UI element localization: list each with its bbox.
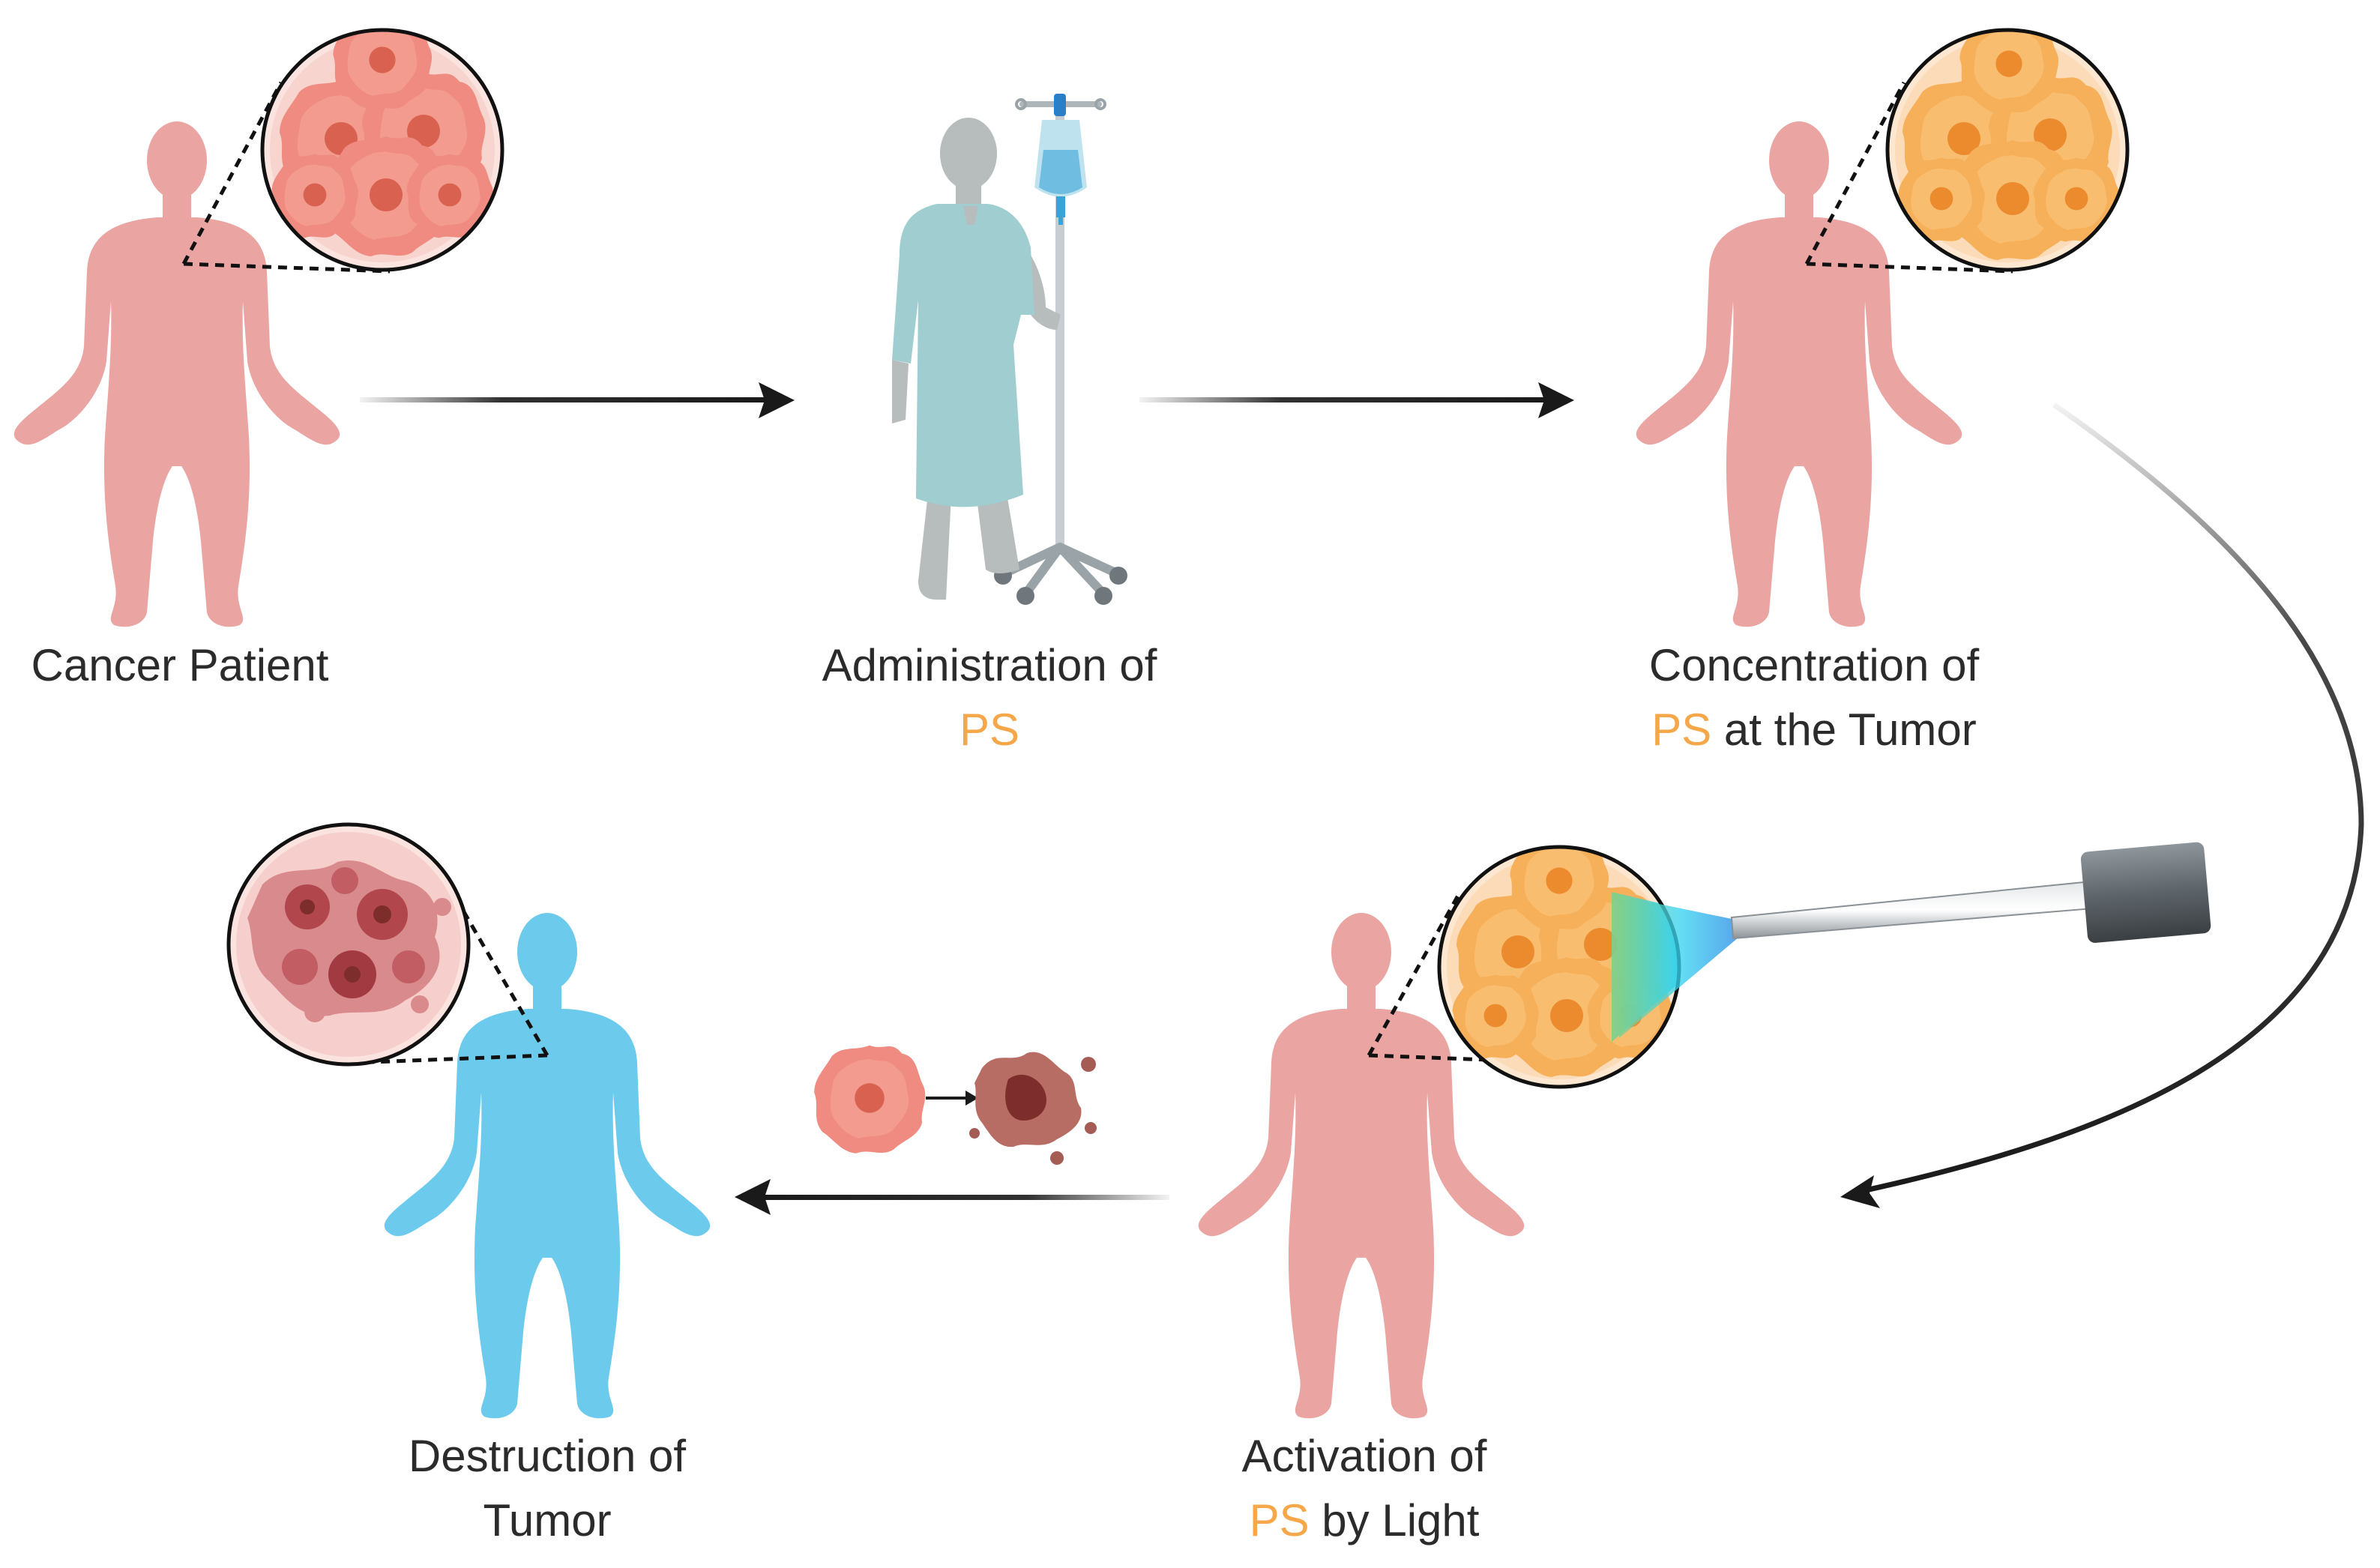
label-concentration: Concentration of PS at the Tumor — [1589, 633, 2039, 762]
ps-highlight: PS — [1651, 705, 1712, 755]
ps-highlight: PS — [959, 705, 1020, 755]
destruction-zoom-lines — [352, 905, 549, 1065]
label-cancer-patient: Cancer Patient — [15, 633, 345, 698]
label-concentration-line1: Concentration of — [1648, 640, 1980, 690]
cancer-cells-magnifier — [260, 28, 504, 272]
label-administration-line2: PS — [780, 698, 1199, 762]
label-activation: Activation of PS by Light — [1169, 1424, 1559, 1553]
label-activation-line1: Activation of — [1241, 1431, 1487, 1481]
label-destruction: Destruction of Tumor — [345, 1424, 750, 1553]
ps-highlight: PS — [1249, 1495, 1310, 1546]
label-activation-line2: PS by Light — [1249, 1495, 1480, 1546]
cancer-patient-zoom-lines — [181, 81, 391, 274]
arrow-step3-to-step4 — [1840, 402, 2364, 1208]
label-destruction-line1: Destruction of — [408, 1431, 687, 1481]
label-concentration-line2: PS at the Tumor — [1651, 705, 1977, 755]
iv-bag-icon — [1034, 94, 1087, 225]
cell-death-inset — [814, 1045, 1097, 1165]
destroyed-cells-magnifier — [226, 822, 471, 1067]
ps-loaded-cells-magnifier — [1885, 28, 2130, 272]
arrow-step1-to-step2 — [360, 382, 795, 418]
patient-in-gown-figure — [892, 118, 1061, 600]
label-destruction-line2: Tumor — [483, 1495, 612, 1546]
label-administration: Administration of PS — [780, 633, 1199, 762]
label-administration-line1: Administration of — [822, 640, 1157, 690]
arrow-step2-to-step3 — [1139, 382, 1574, 418]
label-cancer-patient-line1: Cancer Patient — [31, 640, 329, 690]
concentration-zoom-lines — [1804, 81, 2013, 274]
light-beam-icon — [1619, 896, 1739, 1038]
arrow-step4-to-step5 — [735, 1179, 1169, 1215]
laser-fiber-probe-icon — [1730, 842, 2211, 943]
dead-cell-icon — [969, 1052, 1097, 1165]
